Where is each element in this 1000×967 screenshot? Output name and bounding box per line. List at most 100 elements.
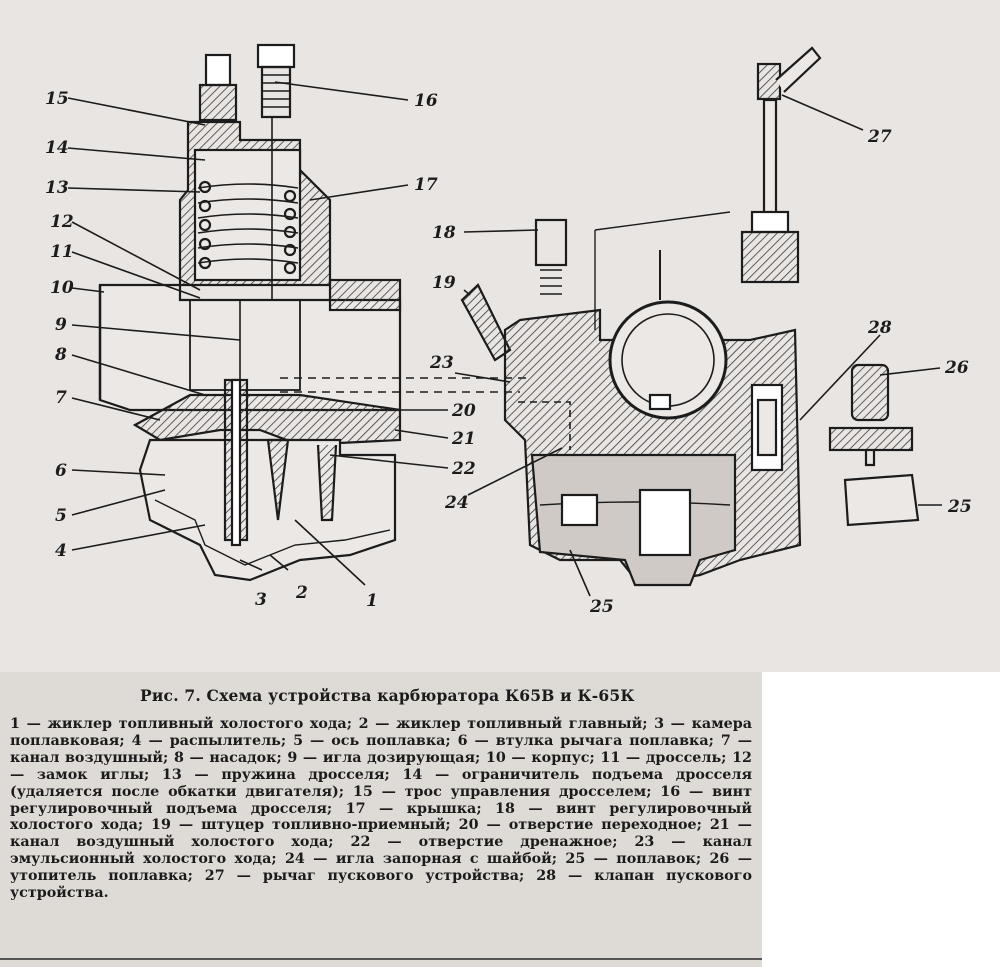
legend-text: пружина дросселя; <box>221 766 390 783</box>
label-25-main: 25 <box>589 597 614 617</box>
legend-number: 2 <box>358 716 369 732</box>
legend-text: распылитель; <box>169 732 287 749</box>
legend-text: крышка; <box>406 800 482 817</box>
label-20: 20 <box>451 401 476 421</box>
legend-number: 27 <box>204 868 225 885</box>
legend-text: отверстие переходное; <box>508 817 702 834</box>
legend-entry: 13 — пружина дросселя; <box>162 767 390 783</box>
legend-dash: — <box>224 868 263 885</box>
legend-text: канал воздушный холостого хода; <box>10 834 334 851</box>
label-14: 14 <box>45 138 69 158</box>
legend-number: 10 <box>485 749 506 766</box>
legend-dash: — <box>620 749 646 766</box>
left-carburetor <box>98 43 530 582</box>
legend-dash: — <box>585 851 617 868</box>
diagram-sheet: 15 14 13 12 11 10 9 8 7 6 5 4 3 2 1 16 1… <box>0 0 1000 672</box>
label-28: 28 <box>867 318 892 338</box>
legend-entry: 21 — канал воздушный холостого хода; <box>10 817 752 850</box>
legend-dash: — <box>19 716 48 732</box>
legend-entry: 18 — винт регулировочный холостого хода; <box>10 801 752 834</box>
legend-entry: 27 — рычаг пускового устройства; <box>205 868 525 884</box>
legend-text: жиклер топливный главный; <box>396 716 648 732</box>
label-2: 2 <box>295 583 308 603</box>
legend-entry: 1 — жиклер топливный холостого хода; <box>10 716 352 732</box>
label-21: 21 <box>451 429 476 449</box>
legend-dash: — <box>170 817 202 834</box>
legend-dash: — <box>422 766 462 783</box>
legend-entry: 14 — ограничитель подъема дросселя (удал… <box>10 767 752 800</box>
legend-number: 28 <box>536 868 557 885</box>
legend-text: рычаг пускового устройства; <box>262 868 525 885</box>
legend-entry: 17 — крышка; <box>346 801 482 817</box>
legend-dash: — <box>556 868 595 885</box>
legend-dash: — <box>654 834 703 851</box>
carburetor-diagram: 15 14 13 12 11 10 9 8 7 6 5 4 3 2 1 16 1… <box>45 43 972 617</box>
legend-number: 15 <box>352 783 373 800</box>
legend-number: 19 <box>151 817 171 834</box>
legend-entry: 12 — замок иглы; <box>10 750 752 783</box>
caption-area <box>0 672 762 967</box>
legend-dash: — <box>478 817 509 834</box>
label-15: 15 <box>45 89 69 109</box>
legend-dash: — <box>297 749 323 766</box>
legend-text: поплавок; <box>616 851 702 868</box>
legend-text: отверстие дренажное; <box>418 834 618 851</box>
legend-text: утопитель поплавка; <box>10 868 193 885</box>
float-detail <box>828 363 920 527</box>
legend-text: ось поплавка; <box>331 732 451 749</box>
label-12: 12 <box>50 212 74 232</box>
legend-number: 16 <box>660 783 681 800</box>
legend-number: 24 <box>284 851 305 868</box>
label-13: 13 <box>45 178 69 198</box>
legend-entry: 19 — штуцер топливно-приемный; <box>151 817 451 833</box>
legend-dash: — <box>664 716 692 732</box>
legend-number: 9 <box>287 749 298 766</box>
legend-text: втулка рычага поплавка; <box>495 732 714 749</box>
legend-entry: 9 — игла дозирующая; <box>287 750 480 766</box>
label-24: 24 <box>444 493 469 513</box>
legend-dash: — <box>372 783 405 800</box>
legend-entry: 28 — клапан пускового устройства. <box>10 868 752 901</box>
legend-entry: 24 — игла запорная с шайбой; <box>285 851 557 867</box>
label-18: 18 <box>432 223 456 243</box>
legend-text: ограничитель подъема дросселя (удаляется… <box>10 766 753 800</box>
legend-number: 6 <box>457 732 468 749</box>
legend-number: 14 <box>402 766 423 783</box>
legend-dash: — <box>181 766 222 783</box>
legend-number: 8 <box>173 749 184 766</box>
legend-entry: 23 — канал эмульсионный холостого хода; <box>10 834 752 867</box>
legend-entry: 16 — винт регулировочный подъема дроссел… <box>10 784 752 817</box>
legend-dash: — <box>370 834 419 851</box>
label-26: 26 <box>944 358 969 378</box>
legend-text: жиклер топливный холостого хода; <box>47 716 352 732</box>
legend-text: канал воздушный; <box>10 749 169 766</box>
label-5: 5 <box>55 506 67 526</box>
legend-entry: 2 — жиклер топливный главный; <box>359 716 648 732</box>
label-19: 19 <box>432 273 456 293</box>
legend-entry: 22 — отверстие дренажное; <box>351 834 618 850</box>
legend-entry: 26 — утопитель поплавка; <box>10 851 752 884</box>
legend-entry: 15 — трос управления дросселем; <box>353 784 652 800</box>
label-17: 17 <box>414 175 438 195</box>
legend-text: игла запорная с шайбой; <box>335 851 558 868</box>
legend-entry: 5 — ось поплавка; <box>293 733 451 749</box>
legend-entry: 7 — канал воздушный; <box>10 733 752 766</box>
legend-text: канал эмульсионный холостого хода; <box>10 834 752 868</box>
legend-entry: 6 — втулка рычага поплавка; <box>458 733 714 749</box>
legend-dash: — <box>365 800 407 817</box>
legend-number: 12 <box>732 749 752 766</box>
figure-legend: 1 — жиклер топливный холостого хода; 2 —… <box>10 716 752 902</box>
label-3: 3 <box>255 590 267 610</box>
legend-text: винт регулировочный холостого хода; <box>10 800 752 834</box>
part-labels: 15 14 13 12 11 10 9 8 7 6 5 4 3 2 1 16 1… <box>45 89 972 617</box>
legend-number: 18 <box>495 800 515 817</box>
legend-number: 1 <box>10 716 20 732</box>
legend-dash: — <box>368 716 397 732</box>
label-11: 11 <box>50 242 74 262</box>
legend-number: 21 <box>709 817 730 834</box>
legend-dash: — <box>183 749 210 766</box>
legend-dash: — <box>680 783 713 800</box>
legend-entry: 25 — поплавок; <box>565 851 701 867</box>
legend-number: 7 <box>720 732 731 749</box>
legend-dash: — <box>729 817 752 834</box>
